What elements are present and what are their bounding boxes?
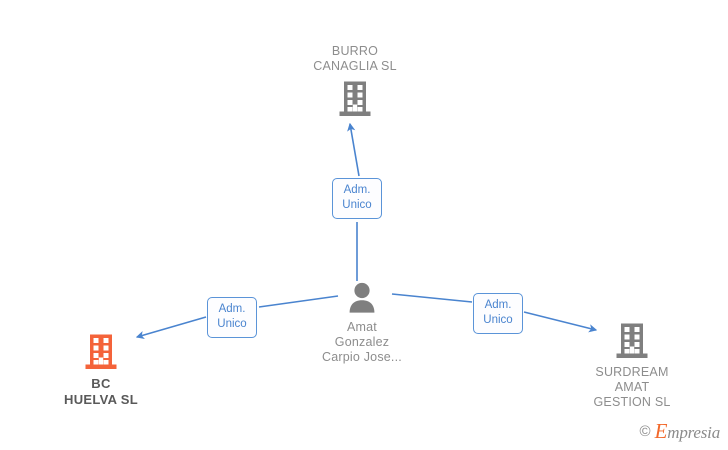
building-icon xyxy=(615,322,649,360)
building-icon xyxy=(338,80,372,118)
node-label-burro-canaglia-sl: BURRO CANAGLIA SL xyxy=(313,44,397,73)
node-label-bc-huelva-sl: BC HUELVA SL xyxy=(64,376,138,407)
brand-initial: E xyxy=(654,419,668,443)
brand-logo-text: Empresia xyxy=(654,419,721,443)
node-surdream-amat-gestion-sl[interactable]: SURDREAM AMAT GESTION SL xyxy=(557,322,707,410)
edge-label-adm-unico-burro-canaglia[interactable]: Adm. Unico xyxy=(332,178,382,219)
edge-label-adm-unico-surdream[interactable]: Adm. Unico xyxy=(473,293,523,334)
node-bc-huelva-sl[interactable]: BC HUELVA SL xyxy=(26,333,176,408)
node-burro-canaglia-sl[interactable]: BURRO CANAGLIA SL xyxy=(280,44,430,118)
edge-label-adm-unico-bc-huelva[interactable]: Adm. Unico xyxy=(207,297,257,338)
node-person-amat-gonzalez-carpio-jose[interactable]: Amat Gonzalez Carpio Jose... xyxy=(287,281,437,365)
empresia-watermark: © Empresia xyxy=(639,419,721,443)
copyright-icon: © xyxy=(639,423,651,440)
node-label-person-amat: Amat Gonzalez Carpio Jose... xyxy=(322,320,402,364)
node-label-surdream-amat-gestion-sl: SURDREAM AMAT GESTION SL xyxy=(593,365,671,409)
brand-rest: mpresia xyxy=(667,423,720,442)
building-icon xyxy=(84,333,118,371)
person-icon xyxy=(345,281,379,315)
